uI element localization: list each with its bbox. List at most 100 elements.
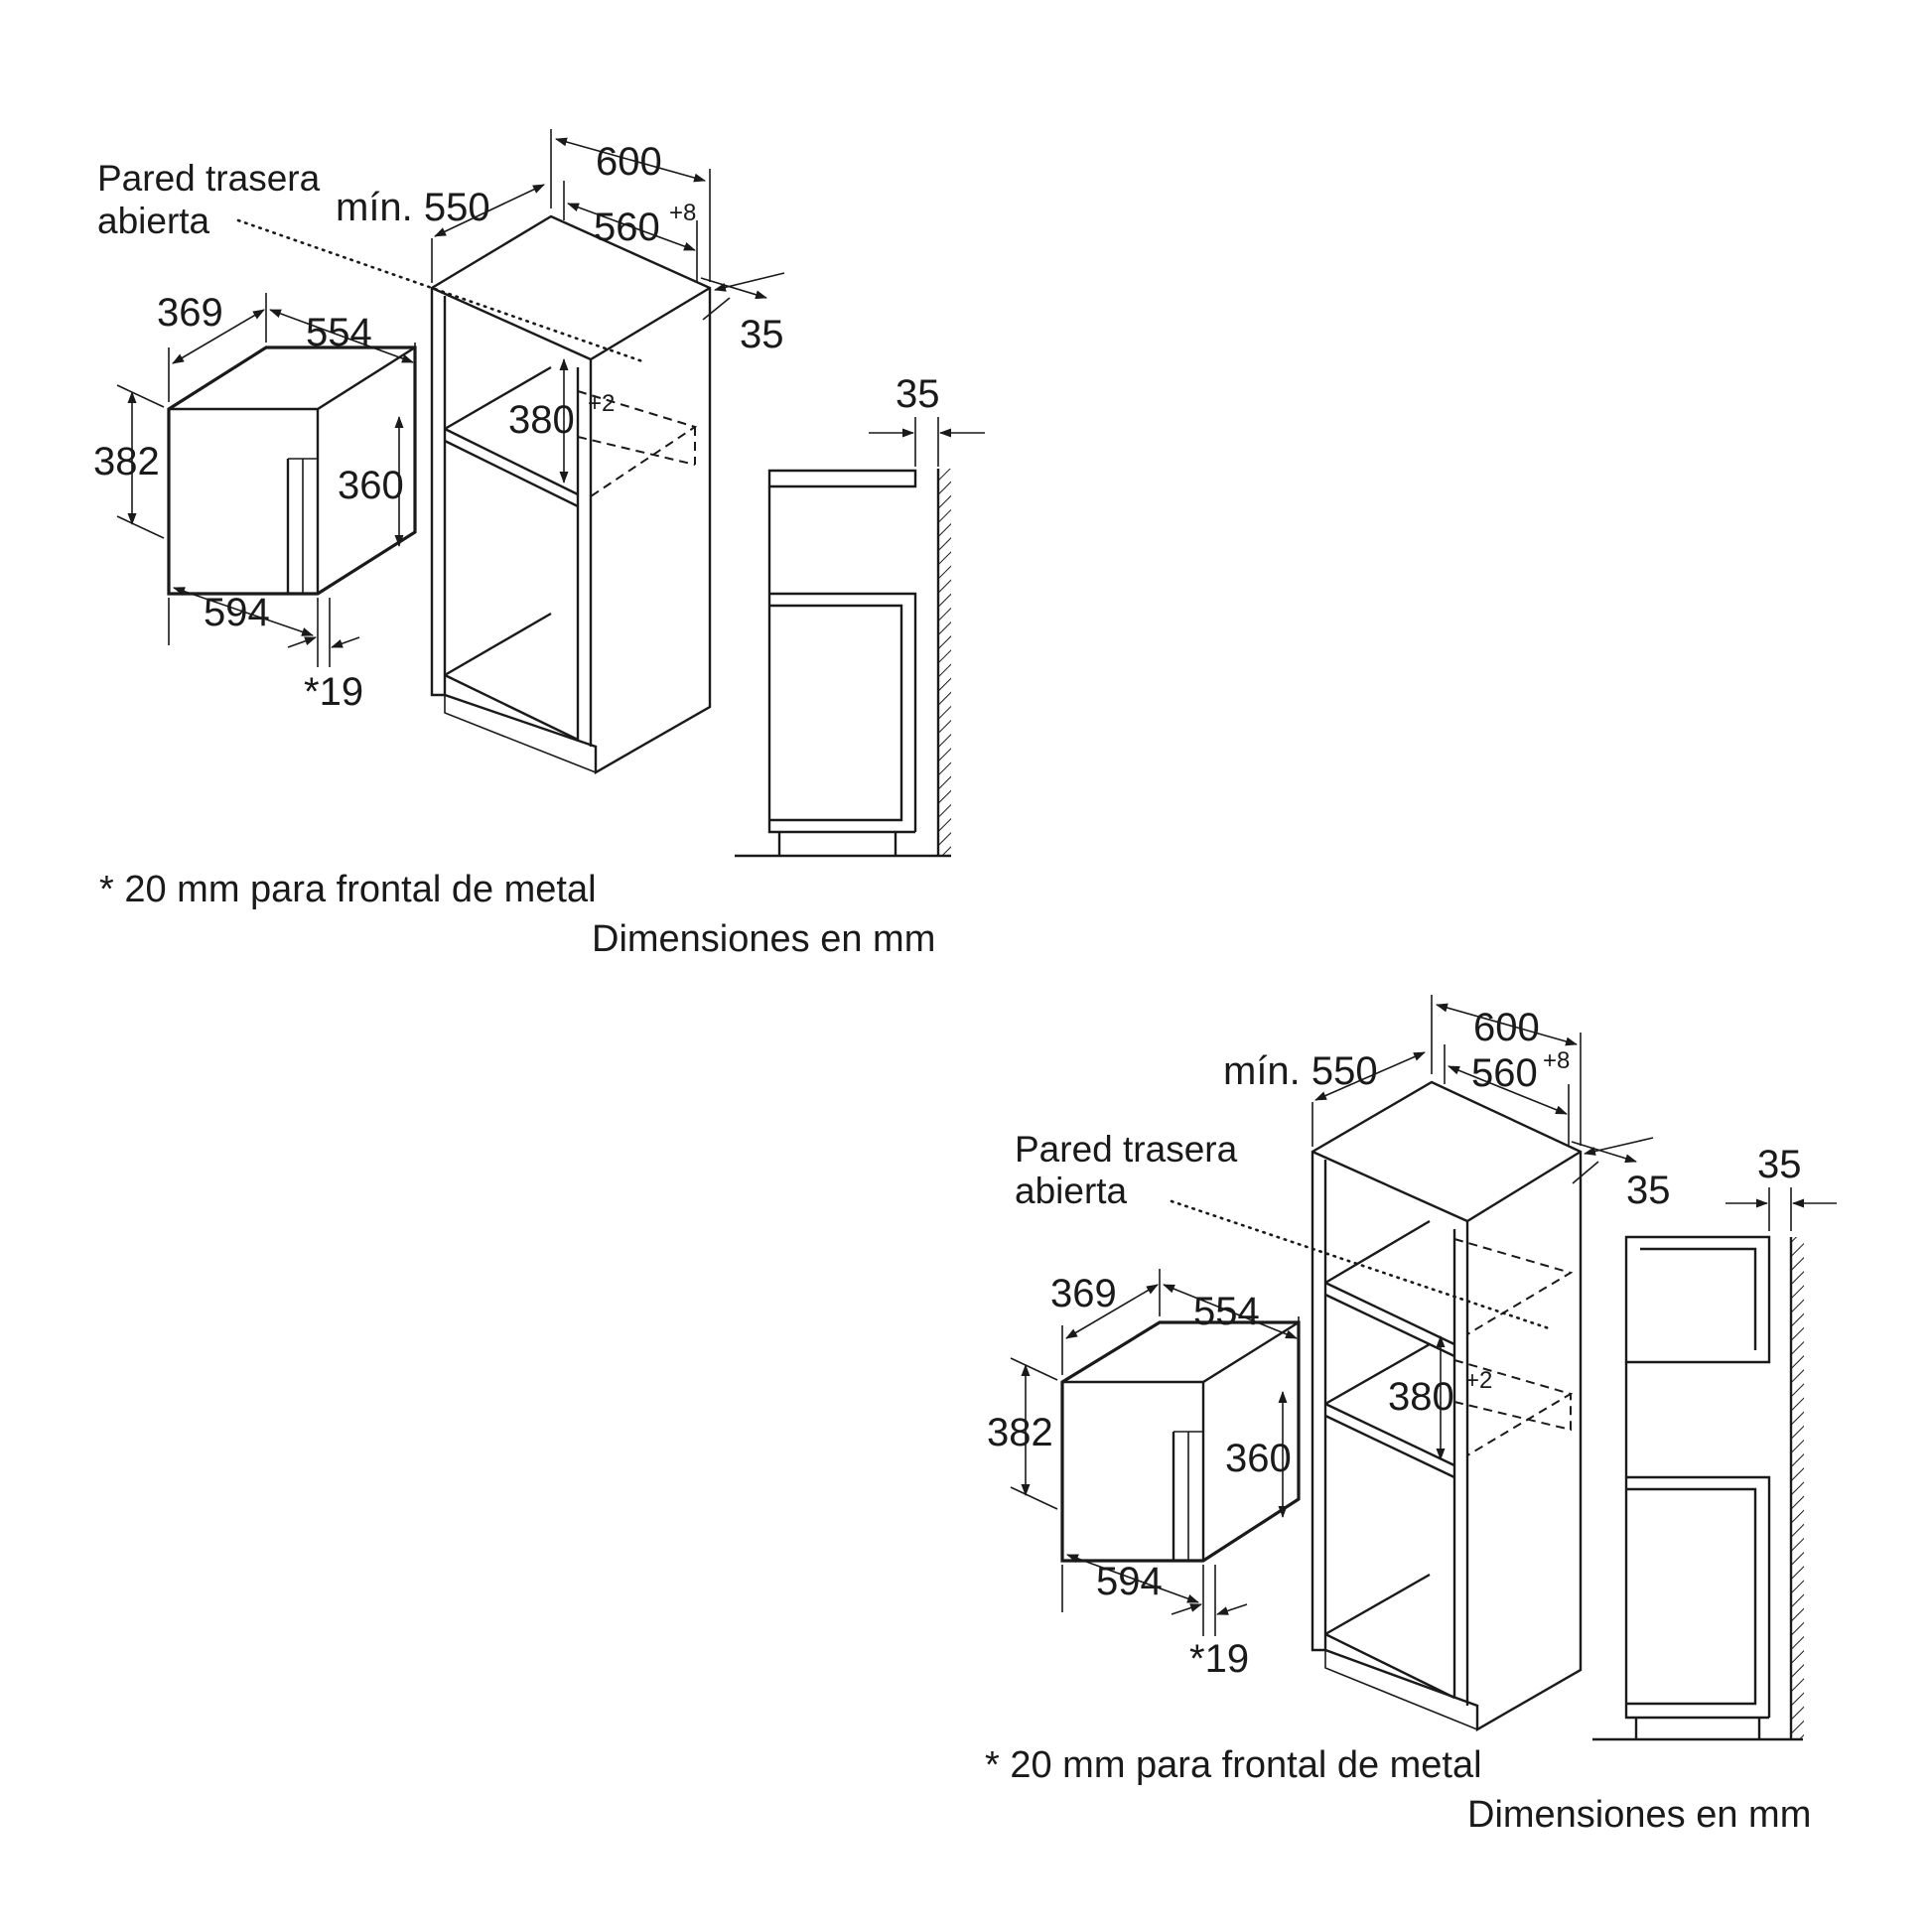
dim-560-tol: +8 xyxy=(669,200,696,226)
rear-wall-label-line1: Pared trasera xyxy=(97,158,321,199)
dim-min550: mín. 550 xyxy=(1223,1049,1378,1093)
rear-wall-label-line2: abierta xyxy=(1015,1171,1128,1211)
ext-35-side xyxy=(702,297,731,321)
microwave-outline xyxy=(1060,1320,1301,1563)
bottom-shelf-front xyxy=(1324,1632,1455,1700)
dim-594: 594 xyxy=(204,591,270,634)
rear-wall-label-line1: Pared trasera xyxy=(1015,1129,1238,1170)
dim-380: 380 xyxy=(1388,1375,1454,1419)
arrow-19-in xyxy=(287,636,317,648)
cabinet-dimensions: 600 560 +8 mín. 550 35 380 +2 xyxy=(1223,995,1671,1460)
niche-dash-top-upper xyxy=(1453,1238,1574,1335)
arrow-594 xyxy=(173,587,314,636)
microwave-unit xyxy=(1060,1320,1301,1563)
microwave-unit xyxy=(167,345,417,596)
dim-min550: mín. 550 xyxy=(336,186,490,229)
side-body xyxy=(767,486,915,834)
upper-shelf-left xyxy=(1324,1219,1431,1285)
side-elevation: 35 xyxy=(735,372,985,858)
dim-560: 560 xyxy=(594,206,660,249)
dim-369: 369 xyxy=(1050,1272,1117,1315)
arrow-35-side-b xyxy=(714,272,785,292)
ext-382-bottom xyxy=(116,515,165,539)
cabinet-top-edges xyxy=(431,286,711,361)
dim-35-side: 35 xyxy=(740,313,784,356)
dim-380-tol: +2 xyxy=(588,390,615,417)
arrow-600 xyxy=(1436,1003,1578,1046)
dim-554: 554 xyxy=(306,311,372,354)
side-niche-frame xyxy=(1626,1475,1771,1718)
arrow-35-side-a xyxy=(1571,1141,1637,1164)
side-top-panel xyxy=(767,469,917,488)
dim-35-side: 35 xyxy=(1626,1169,1671,1212)
arrow-550 xyxy=(434,184,545,237)
microwave-top-edges xyxy=(169,345,416,411)
rear-wall-leader xyxy=(1170,1199,1551,1330)
upper-shelf-under xyxy=(444,439,579,508)
arrow-369 xyxy=(1065,1284,1159,1339)
dim-560-tol: +8 xyxy=(1543,1047,1570,1074)
dim-35-wall: 35 xyxy=(896,372,940,416)
microwave-top-edges xyxy=(1062,1320,1300,1384)
panel-bottom: Pared trasera abierta 369 554 382 xyxy=(985,995,1837,1836)
panel-top: Pared trasera abierta 369 554 382 xyxy=(93,129,985,960)
dim-380-tol: +2 xyxy=(1465,1367,1492,1394)
dim-554: 554 xyxy=(1193,1290,1260,1333)
arrow-35-side-a xyxy=(700,277,767,300)
ext-382-top xyxy=(116,384,165,408)
arrow-19-in xyxy=(1171,1603,1202,1615)
middle-shelf-front xyxy=(1324,1402,1455,1467)
rear-wall-callout: Pared trasera abierta xyxy=(1015,1129,1551,1330)
dim-360: 360 xyxy=(338,464,404,507)
bottom-shelf-left xyxy=(444,612,552,677)
tall-cabinet xyxy=(430,214,712,775)
dim-360: 360 xyxy=(1225,1437,1292,1480)
microwave-dimensions: 369 554 382 360 594 *19 xyxy=(93,291,416,714)
wall-hatch xyxy=(1792,1237,1804,1739)
ext-35-wall xyxy=(914,417,939,467)
arrow-554 xyxy=(1163,1284,1298,1339)
side-elevation: 35 xyxy=(1592,1143,1837,1741)
side-feet xyxy=(1634,1718,1761,1739)
upper-shelf-left xyxy=(444,365,552,431)
cabinet-plinth xyxy=(1324,1650,1478,1730)
side-lower-cabinet xyxy=(1626,1487,1757,1706)
dim-35-wall: 35 xyxy=(1757,1143,1802,1186)
upper-shelf-front xyxy=(1324,1281,1455,1346)
footnote: * 20 mm para frontal de metal xyxy=(985,1744,1482,1786)
side-lower-cabinet xyxy=(769,604,903,822)
arrow-594 xyxy=(1066,1554,1199,1603)
ext-382-bottom xyxy=(1010,1486,1058,1510)
dim-594: 594 xyxy=(1096,1560,1163,1603)
arrow-19-out xyxy=(1216,1603,1248,1615)
footnote: * 20 mm para frontal de metal xyxy=(99,869,597,910)
dim-600: 600 xyxy=(1473,1006,1540,1049)
arrow-560 xyxy=(567,203,696,251)
dim-369: 369 xyxy=(157,291,223,335)
arrow-19-out xyxy=(331,636,360,648)
rear-wall-label-line2: abierta xyxy=(97,201,210,241)
side-feet xyxy=(777,832,897,856)
arrow-369 xyxy=(172,309,265,364)
side-upper-inner xyxy=(1640,1247,1757,1350)
arrow-35-side-b xyxy=(1584,1137,1654,1156)
middle-shelf-left xyxy=(1324,1342,1431,1406)
arrow-554 xyxy=(269,309,414,363)
arrow-600 xyxy=(555,137,706,183)
upper-shelf-under xyxy=(1324,1293,1455,1358)
dim-19: *19 xyxy=(304,670,363,714)
units-note: Dimensiones en mm xyxy=(1467,1794,1811,1836)
niche-dash-back xyxy=(577,436,696,466)
upper-shelf-front xyxy=(444,427,579,496)
side-body xyxy=(1624,1362,1769,1720)
side-upper-cabinet xyxy=(1624,1235,1771,1364)
niche-dash-back xyxy=(1453,1394,1572,1432)
ext-35-wall xyxy=(1768,1187,1792,1231)
dim-19: *19 xyxy=(1189,1637,1249,1681)
dim-560: 560 xyxy=(1471,1051,1538,1095)
cabinet-top-edges xyxy=(1311,1150,1582,1223)
cabinet-dimensions: 600 560 +8 mín. 550 35 380 +2 xyxy=(336,129,785,483)
ext-35-side xyxy=(1572,1161,1599,1184)
cabinet-plinth xyxy=(444,695,597,773)
